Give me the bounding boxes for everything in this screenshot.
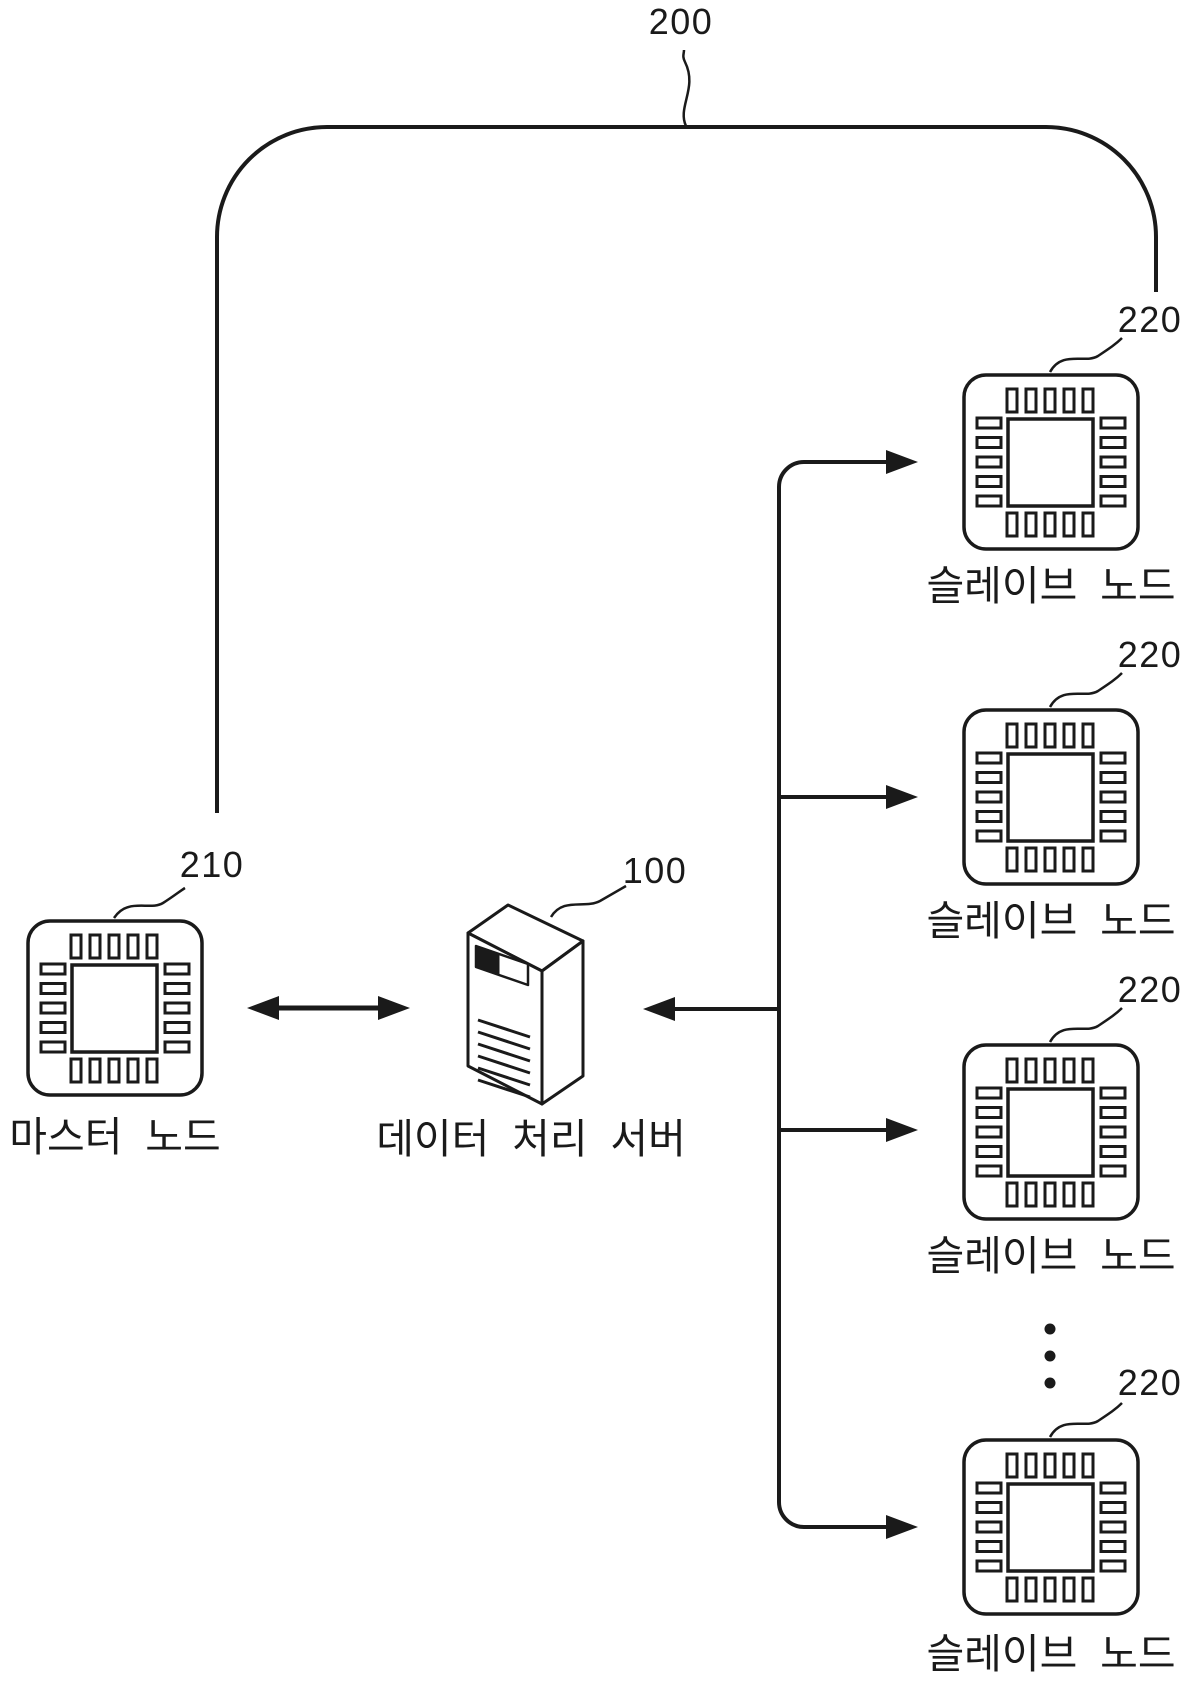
leader-line-200 bbox=[682, 49, 691, 127]
slave-node-3-chip-icon bbox=[962, 1043, 1140, 1221]
arrowhead-to-server bbox=[643, 997, 675, 1021]
vertical-ellipsis-dots bbox=[1044, 1323, 1056, 1389]
server-tower-icon bbox=[466, 903, 585, 1106]
slave-node-1-chip-icon bbox=[962, 373, 1140, 551]
master-node-chip-icon bbox=[26, 919, 204, 1097]
slave-node-2-label: 슬레이브 노드 bbox=[926, 898, 1176, 944]
slave-node-4-label: 슬레이브 노드 bbox=[926, 1631, 1176, 1677]
network-bus-line bbox=[215, 125, 1158, 813]
leader-line-220-1 bbox=[1048, 337, 1123, 373]
leader-line-220-3 bbox=[1048, 1007, 1123, 1043]
slave-branch-spine bbox=[777, 460, 890, 1529]
ref-numeral-220-2: 220 bbox=[1117, 634, 1183, 675]
leader-line-220-4 bbox=[1048, 1402, 1123, 1438]
ref-numeral-220-3: 220 bbox=[1117, 969, 1183, 1010]
master-server-arrow bbox=[247, 996, 410, 1020]
arrowhead-slave-1 bbox=[886, 450, 918, 474]
leader-line-100 bbox=[549, 884, 627, 918]
ref-numeral-220-4: 220 bbox=[1117, 1362, 1183, 1403]
ref-numeral-210: 210 bbox=[179, 844, 245, 885]
data-server-label: 데이터 처리 서버 bbox=[376, 1116, 686, 1162]
ref-numeral-200: 200 bbox=[648, 1, 714, 42]
slave-node-3-label: 슬레이브 노드 bbox=[926, 1233, 1176, 1279]
arrowhead-slave-2 bbox=[886, 785, 918, 809]
arrowhead-slave-4 bbox=[886, 1515, 918, 1539]
leader-line-220-2 bbox=[1048, 672, 1123, 708]
slave-node-2-chip-icon bbox=[962, 708, 1140, 886]
arrowhead-slave-3 bbox=[886, 1118, 918, 1142]
ref-numeral-220-1: 220 bbox=[1117, 299, 1183, 340]
slave-node-4-chip-icon bbox=[962, 1438, 1140, 1616]
ref-numeral-100: 100 bbox=[622, 850, 688, 891]
master-node-label: 마스터 노드 bbox=[9, 1114, 221, 1160]
slave-node-1-label: 슬레이브 노드 bbox=[926, 563, 1176, 609]
leader-line-210 bbox=[112, 886, 186, 919]
